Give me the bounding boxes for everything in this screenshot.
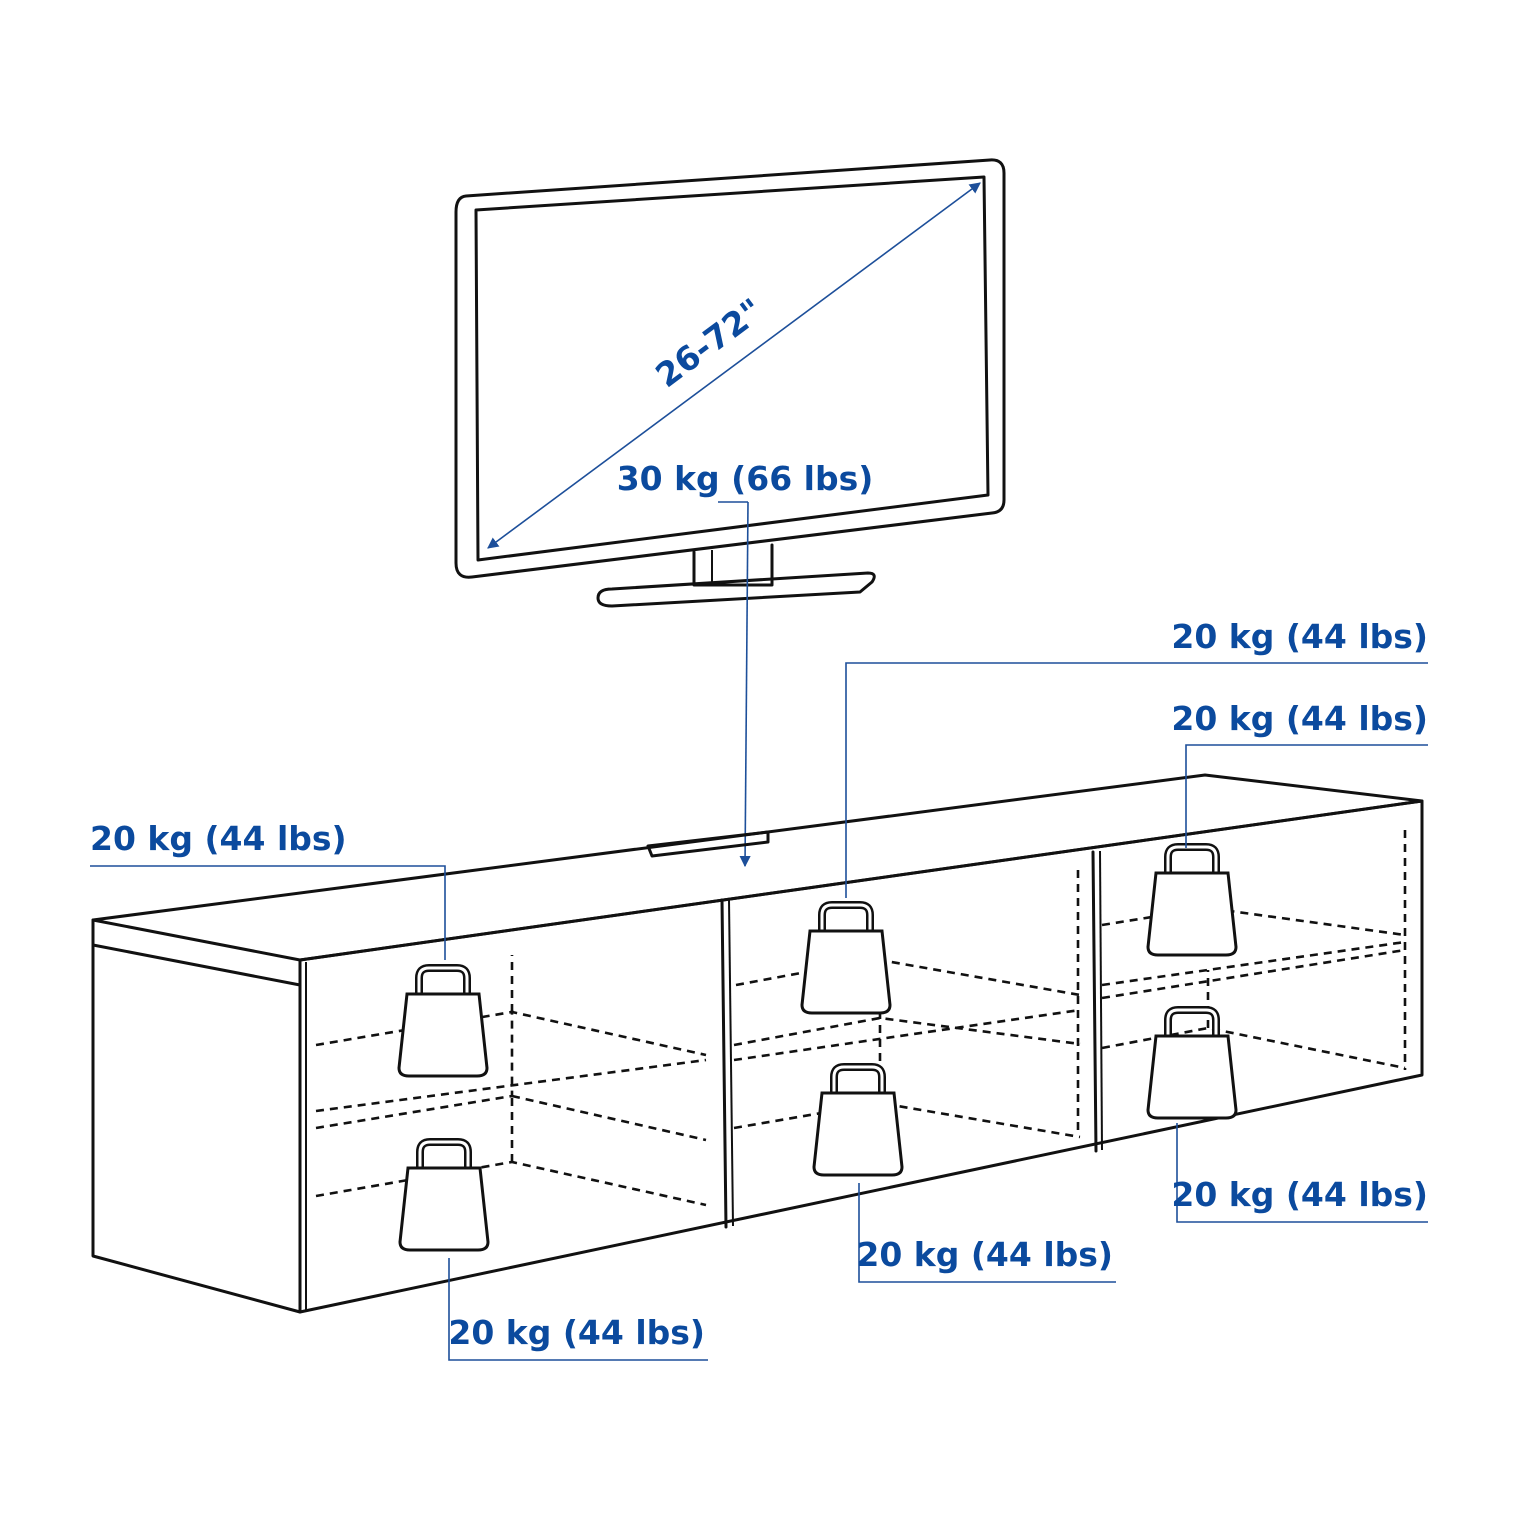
weight-icon-top-left — [399, 968, 487, 1076]
load-label-top-right: 20 kg (44 lbs) — [1171, 699, 1428, 738]
tv-load-arrow — [739, 501, 751, 868]
weight-icon-bottom-left — [400, 1142, 488, 1250]
tv-stand-neck — [692, 543, 774, 587]
tv-bench — [91, 773, 1424, 1314]
door-divider-2 — [1091, 850, 1098, 1153]
tv-load-label: 30 kg (66 lbs) — [617, 459, 874, 498]
leader-lines — [90, 662, 1428, 1361]
weight-icon-bottom-right — [1148, 1010, 1236, 1118]
load-labels: 20 kg (44 lbs) 20 kg (44 lbs) 20 kg (44 … — [90, 617, 1428, 1352]
bench-left-side — [91, 918, 302, 1314]
door-divider-1 — [720, 898, 728, 1229]
load-label-top-left: 20 kg (44 lbs) — [90, 819, 347, 858]
weight-icon-top-right — [1148, 847, 1236, 955]
screen-diagonal-arrow — [487, 182, 981, 549]
load-label-bottom-left: 20 kg (44 lbs) — [448, 1313, 705, 1352]
tv-frame — [454, 158, 1006, 579]
cable-outlet — [646, 830, 770, 858]
bench-front — [298, 799, 1424, 1314]
door-divider-1b — [728, 899, 734, 1227]
screen-size-label: 26-72" — [648, 291, 770, 395]
hidden-shelves — [315, 830, 1407, 1207]
load-label-bottom-right: 20 kg (44 lbs) — [1171, 1175, 1428, 1214]
load-label-bottom-center: 20 kg (44 lbs) — [856, 1235, 1113, 1274]
tv: 26-72" 30 kg (66 lbs) — [454, 158, 1006, 868]
weight-icon-bottom-center — [814, 1067, 902, 1175]
door-divider-2b — [1099, 850, 1103, 1151]
tv-stand-base — [596, 571, 876, 608]
weight-icon-top-center — [802, 905, 890, 1013]
load-label-top-center: 20 kg (44 lbs) — [1171, 617, 1428, 656]
bench-left-edge — [91, 943, 302, 987]
